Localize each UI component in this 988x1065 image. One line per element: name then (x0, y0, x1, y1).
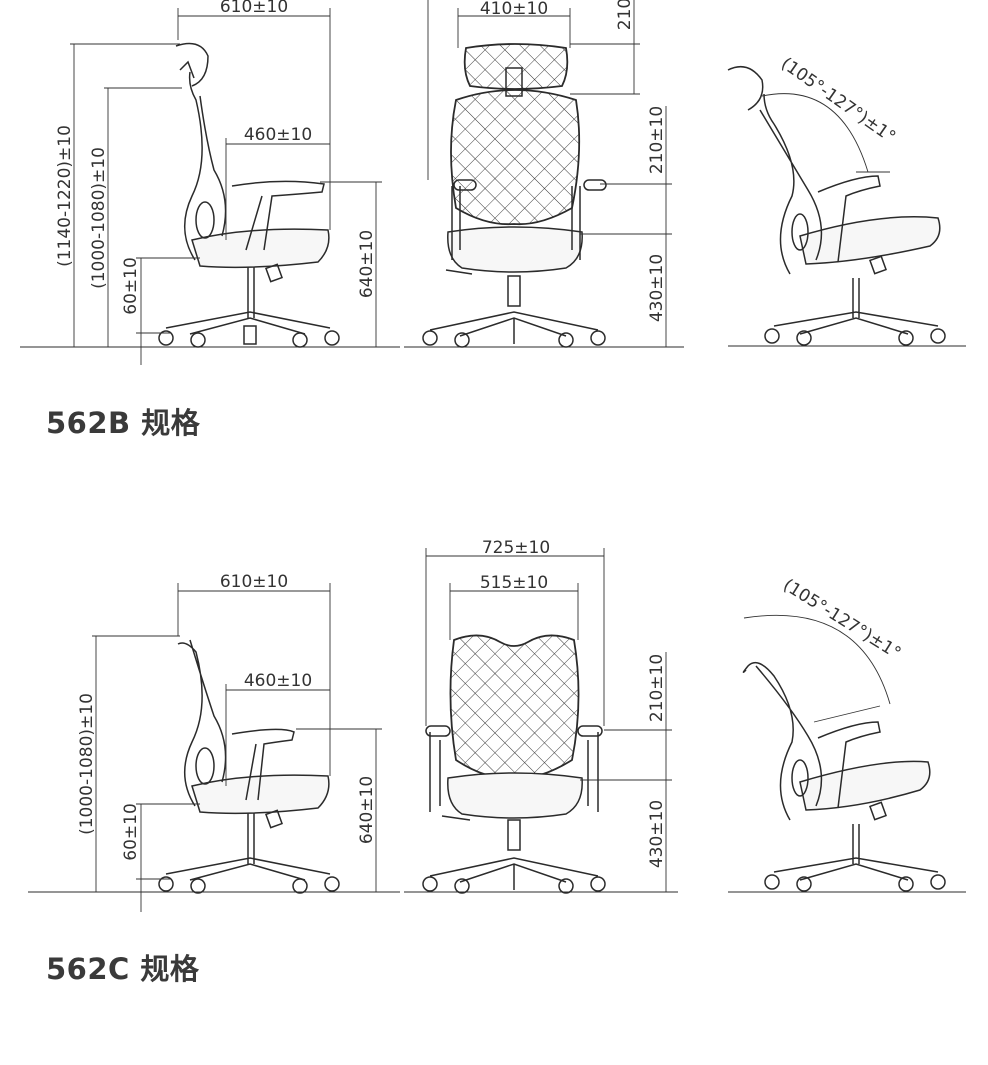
recline-view: (105°-127°)±1° (728, 575, 966, 893)
headrest-width-label: 410±10 (480, 0, 548, 19)
model-562b-title: 562B 规格 (46, 406, 201, 440)
total-height-label: (1140-1220)±10 (55, 125, 75, 267)
seat-cushion (191, 228, 330, 269)
side-view: 610±10 460±10 (1000-1080)±10 60±10 640±1… (28, 572, 400, 912)
chair-562b-dimension-diagram: 610±10 460±10 (1140-1220)±10 (1000-1080)… (20, 0, 966, 365)
overall-width-label: 725±10 (482, 538, 550, 558)
frame-height-label: (1000-1080)±10 (89, 147, 109, 289)
overall-depth-label: 610±10 (220, 0, 288, 17)
lift-range-label: 60±10 (121, 257, 141, 315)
backrest-frame (183, 71, 227, 261)
recline-view: (105°-127°)±1° (727, 54, 966, 347)
mesh-backrest (450, 89, 581, 226)
back-width-label: 515±10 (480, 573, 548, 593)
front-seat (447, 226, 583, 273)
model-562c-title: 562C 规格 (46, 952, 200, 986)
seat-height-label: 430±10 (647, 800, 667, 868)
seat-height-label: 430±10 (647, 254, 667, 322)
headrest (175, 42, 209, 87)
seat-depth-label: 460±10 (244, 125, 312, 145)
frame-height-label: (1000-1080)±10 (77, 693, 97, 835)
armrest-height-label: 640±10 (357, 776, 377, 844)
lift-range-label: 60±10 (121, 803, 141, 861)
back-height-label: 210±10 (647, 654, 667, 722)
armrest (231, 180, 325, 251)
headrest-adjust-label: 210 (615, 0, 635, 30)
front-view: 410±10 210 210±10 430±10 (404, 0, 684, 348)
chair-base (158, 262, 340, 348)
recline-angle-label: (105°-127°)±1° (779, 575, 904, 663)
recline-angle-label: (105°-127°)±1° (777, 54, 899, 148)
seat-depth-label: 460±10 (244, 671, 312, 691)
back-height-label: 210±10 (647, 106, 667, 174)
armrest-height-label: 640±10 (357, 230, 377, 298)
mesh-backrest (449, 634, 580, 780)
chair-562c-dimension-diagram: 610±10 460±10 (1000-1080)±10 60±10 640±1… (28, 538, 966, 912)
side-view: 610±10 460±10 (1140-1220)±10 (1000-1080)… (20, 0, 400, 365)
overall-depth-label: 610±10 (220, 572, 288, 592)
mesh-headrest (463, 43, 569, 90)
front-view: 725±10 515±10 210±10 430±10 (404, 538, 678, 894)
